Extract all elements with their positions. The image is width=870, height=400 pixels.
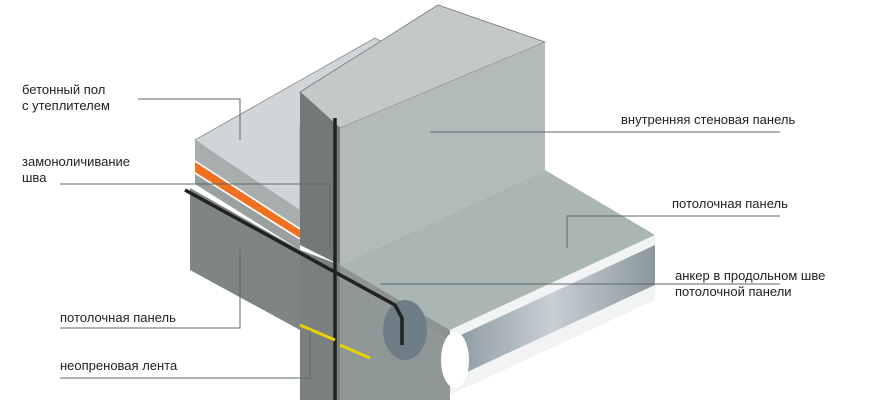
left-ceiling-panel — [190, 188, 300, 330]
hollow-core-2 — [441, 332, 469, 388]
label-floor-line1: бетонный пол — [22, 82, 106, 97]
label-anchor-line1: анкер в продольном шве — [675, 268, 826, 283]
label-seam-line2: шва — [22, 170, 47, 185]
label-inner-wall: внутренняя стеновая панель — [621, 112, 796, 127]
leader-lines — [60, 98, 780, 379]
label-seam-line1: замоноличивание — [22, 154, 131, 169]
seam-fill — [195, 162, 300, 238]
label-anchor: анкер в продольном шве потолочной панели — [675, 268, 825, 300]
label-anchor-line2: потолочной панели — [675, 284, 792, 299]
label-ceiling-panel-left: потолочная панель — [60, 310, 176, 325]
label-floor-line2: с утеплителем — [22, 98, 110, 113]
right-ceiling-panel — [340, 170, 655, 400]
label-seam: замоноличивание шва — [22, 154, 130, 186]
label-floor: бетонный пол с утеплителем — [22, 82, 110, 114]
label-ceiling-panel-right: потолочная панель — [672, 196, 788, 211]
hollow-core-1 — [383, 300, 427, 360]
anchor-rods — [184, 118, 404, 400]
label-neoprene: неопреновая лента — [60, 358, 178, 373]
neoprene-tape — [299, 323, 371, 360]
